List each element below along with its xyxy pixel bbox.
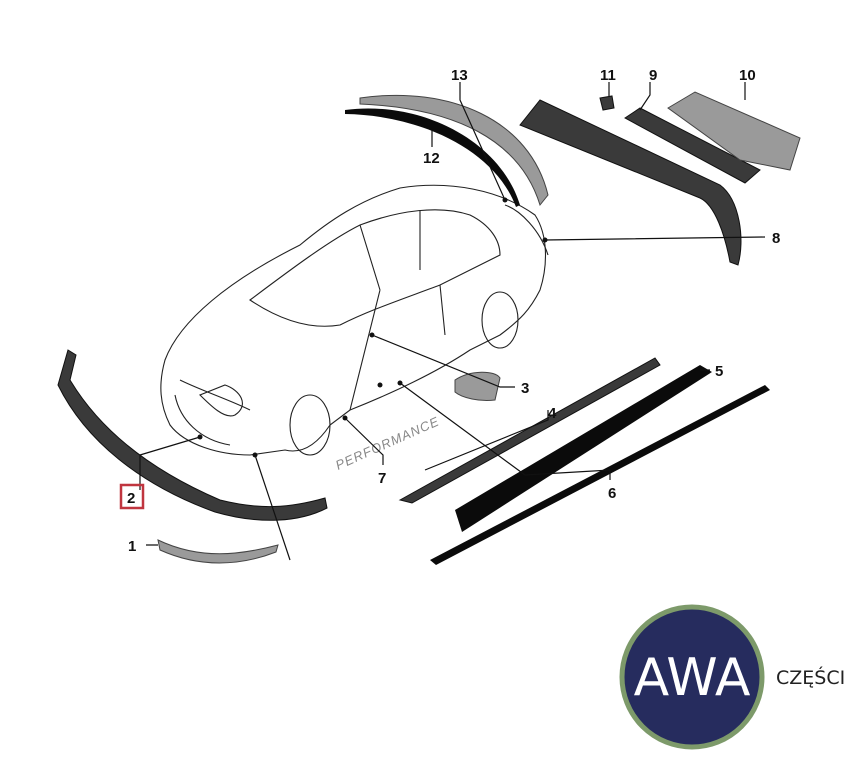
callout-12: 12 [423,150,440,167]
part-5-sill-blade [455,365,712,532]
logo-main-text: AWA [634,648,751,708]
callout-5: 5 [715,363,723,380]
callout-10: 10 [739,67,756,84]
awa-logo: AWA CZĘŚCI [619,604,845,750]
callout-6: 6 [608,485,616,502]
callout-8: 8 [772,230,780,247]
part-11-clip [599,95,615,111]
callout-4: 4 [548,405,557,422]
part-12-spoiler [345,108,520,207]
callout-3: 3 [521,380,529,397]
callout-1: 1 [128,538,136,555]
callout-11: 11 [600,67,616,84]
part-6-decal [430,385,770,565]
part-1-flap [157,539,279,564]
callout-13: 13 [451,67,468,84]
logo-sub-text: CZĘŚCI [776,665,845,689]
callout-7: 7 [378,470,386,487]
part-3-mirror-cap [454,371,501,401]
part-10-insert [667,91,801,171]
callout-highlight-box [119,483,145,510]
leader-lines [139,82,766,561]
part-13-spoiler [359,94,549,207]
callout-9: 9 [649,67,657,84]
part-8-diffuser [519,99,742,266]
part-4-sill [398,357,661,504]
callout-2: 2 [127,490,135,507]
car-outline [160,184,549,456]
part-9-insert [624,107,761,184]
part-2-front-splitter [57,349,328,521]
